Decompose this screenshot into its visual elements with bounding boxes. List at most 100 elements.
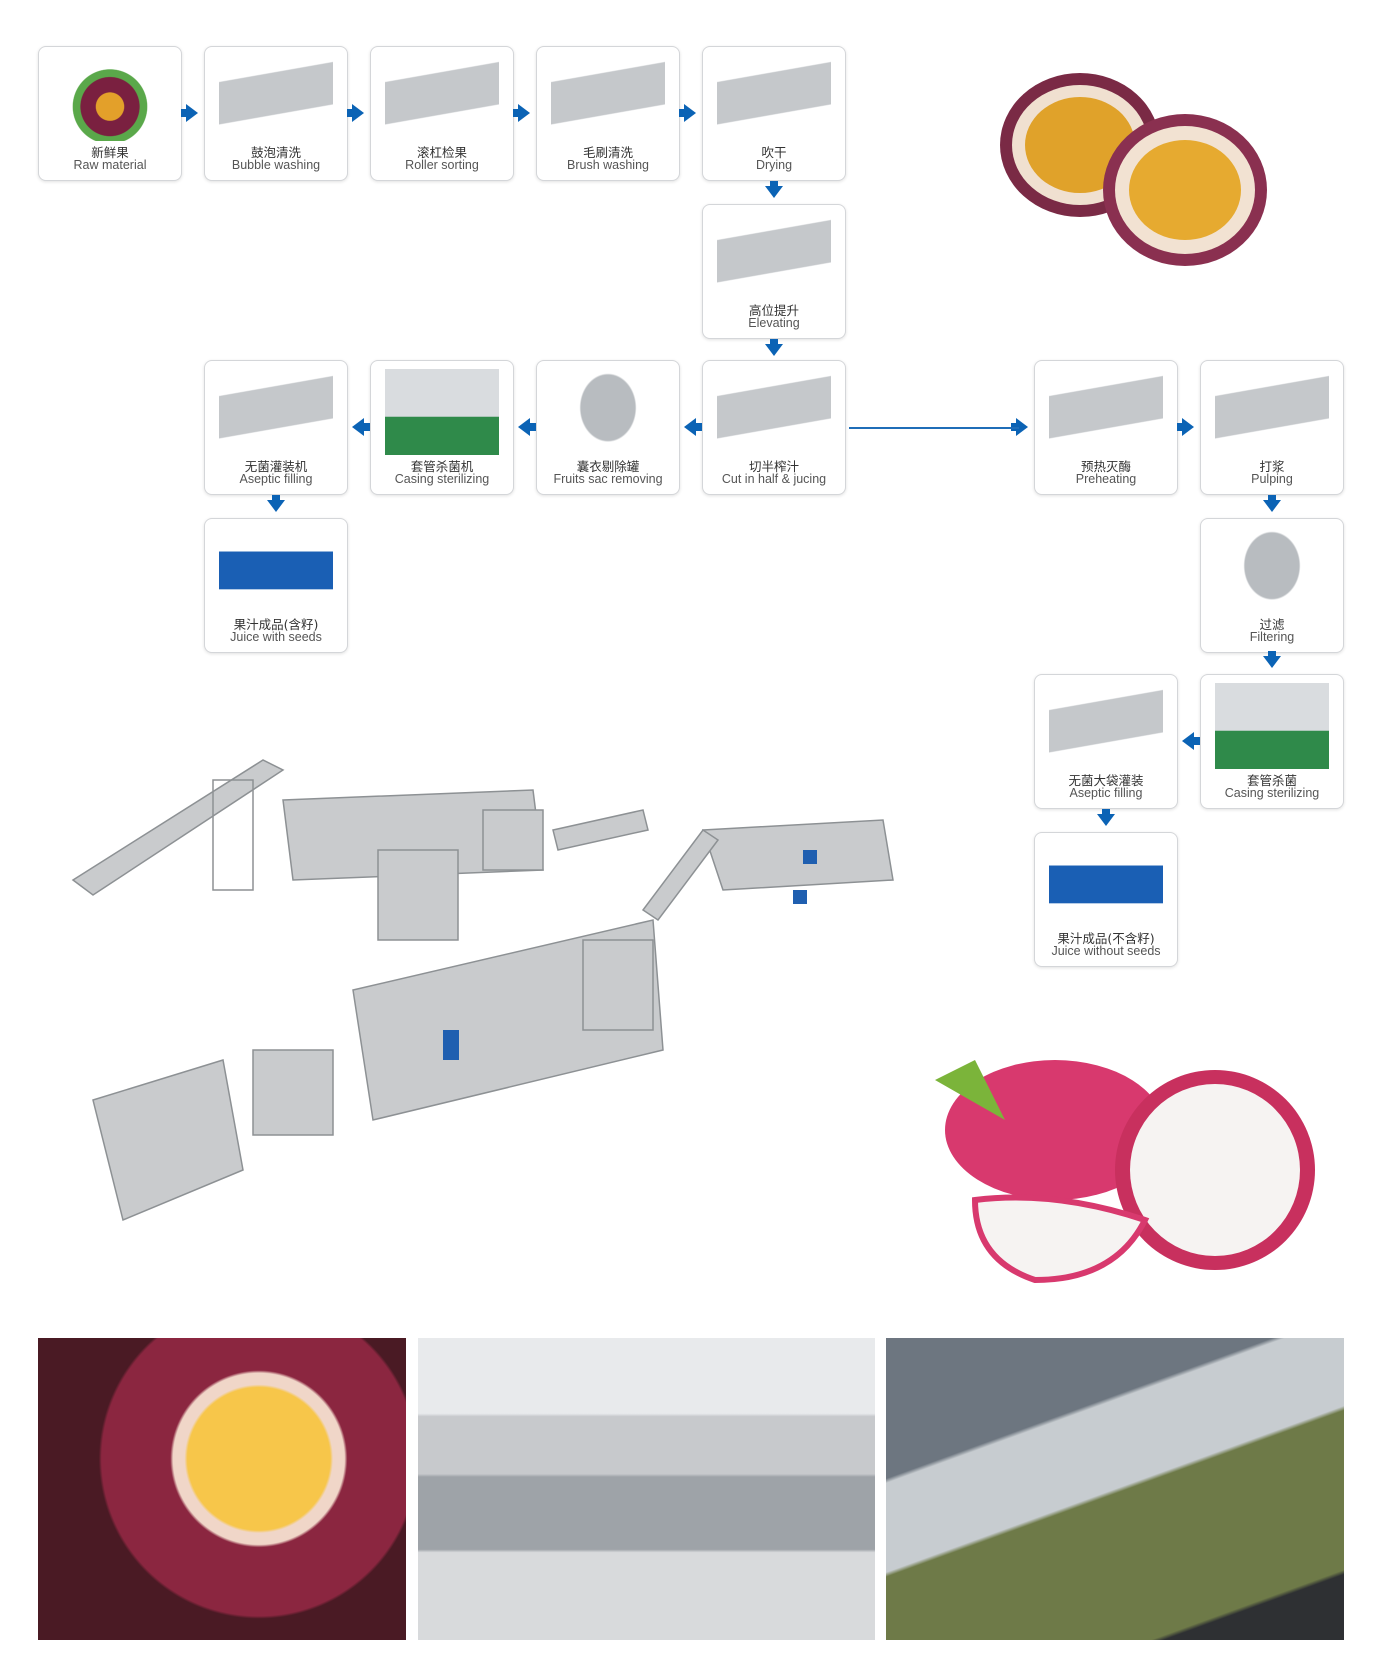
step-label-chinese: 囊衣剔除罐 [576, 459, 640, 474]
arrow-stem [679, 109, 685, 117]
step-label-english: Aseptic filling [1069, 786, 1143, 800]
step-label-chinese: 过滤 [1259, 617, 1285, 632]
machine-image [1049, 683, 1163, 769]
arrow-right-icon [684, 104, 696, 122]
step-juice-with-seeds: 果汁成品(含籽)Juice with seeds [204, 518, 348, 653]
arrow-right-icon [1016, 418, 1028, 436]
arrow-stem [364, 423, 370, 431]
arrow-left-icon [1182, 732, 1194, 750]
step-label-chinese: 高位提升 [748, 303, 799, 318]
arrow-left-icon [352, 418, 364, 436]
step-label-english: Aseptic filling [239, 472, 313, 486]
machine-image [717, 55, 831, 141]
machine-image [551, 55, 665, 141]
arrow-down-icon [1263, 656, 1281, 668]
step-label-chinese: 打浆 [1259, 459, 1285, 474]
machine-image [717, 369, 831, 455]
workers-picking-fruit-photo [886, 1338, 1344, 1640]
arrow-stem [770, 339, 778, 344]
step-label-english: Juice without seeds [1051, 944, 1161, 958]
arrow-stem [530, 423, 536, 431]
step-label-english: Filtering [1249, 630, 1295, 644]
step-label-chinese: 无菌大袋灌装 [1068, 773, 1144, 788]
step-label-english: Juice with seeds [230, 630, 322, 644]
flow-connector-line [849, 427, 1019, 429]
step-juice-without-seeds: 果汁成品(不含籽)Juice without seeds [1034, 832, 1178, 967]
machine-image [219, 55, 333, 141]
arrow-left-icon [684, 418, 696, 436]
step-label-chinese: 套管杀菌 [1246, 773, 1297, 788]
arrow-right-icon [518, 104, 530, 122]
step-label-chinese: 吹干 [761, 145, 787, 160]
sterilizer-photo [1215, 683, 1329, 769]
arrow-down-icon [1263, 500, 1281, 512]
step-label-english: Pulping [1251, 472, 1293, 486]
step-label-chinese: 毛刷清洗 [582, 145, 633, 160]
passion-fruit-closeup-photo [38, 1338, 406, 1640]
arrow-stem [272, 495, 280, 500]
step-label-chinese: 鼓泡清洗 [250, 145, 301, 160]
sterilizer-photo [385, 369, 499, 455]
dragon-fruit-image [915, 1040, 1335, 1320]
arrow-stem [770, 181, 778, 186]
arrow-stem [347, 109, 353, 117]
step-label-english: Cut in half & jucing [721, 472, 827, 486]
step-label-english: Brush washing [567, 158, 649, 172]
arrow-stem [1268, 495, 1276, 500]
arrow-down-icon [765, 186, 783, 198]
tank-image [551, 369, 665, 455]
step-label-chinese: 无菌灌装机 [244, 459, 308, 474]
arrow-right-icon [1182, 418, 1194, 436]
step-label-english: Drying [755, 158, 793, 172]
machine-image [1215, 369, 1329, 455]
step-label-english: Preheating [1075, 472, 1137, 486]
step-label-english: Casing sterilizing [1224, 786, 1320, 800]
machine-image [385, 55, 499, 141]
arrow-right-icon [352, 104, 364, 122]
machine-image [219, 369, 333, 455]
step-label-chinese: 预热灭酶 [1080, 459, 1131, 474]
arrow-stem [1268, 651, 1276, 656]
step-label-english: Fruits sac removing [553, 472, 663, 486]
step-label-english: Roller sorting [405, 158, 479, 172]
arrow-down-icon [267, 500, 285, 512]
arrow-stem [696, 423, 702, 431]
step-label-chinese: 套管杀菌机 [410, 459, 474, 474]
tank-image [1215, 527, 1329, 613]
step-label-chinese: 新鲜果 [91, 145, 129, 160]
juice-drums-image [219, 527, 333, 613]
step-label-chinese: 果汁成品(含籽) [233, 617, 319, 632]
arrow-right-icon [186, 104, 198, 122]
passion-fruit-halves-image [985, 60, 1285, 280]
machine-image [717, 213, 831, 299]
arrow-down-icon [765, 344, 783, 356]
arrow-left-icon [518, 418, 530, 436]
arrow-stem [181, 109, 187, 117]
step-label-english: Casing sterilizing [394, 472, 490, 486]
arrow-stem [513, 109, 519, 117]
step-label-english: Elevating [748, 316, 800, 330]
step-label-chinese: 切半榨汁 [748, 459, 799, 474]
sorting-line-workers-photo [418, 1338, 875, 1640]
passion-fruit-image [53, 55, 167, 141]
arrow-stem [1194, 737, 1200, 745]
machine-image [1049, 369, 1163, 455]
step-label-chinese: 滚杠检果 [416, 145, 467, 160]
step-label-english: Raw material [73, 158, 147, 172]
arrow-down-icon [1097, 814, 1115, 826]
arrow-stem [1177, 423, 1183, 431]
